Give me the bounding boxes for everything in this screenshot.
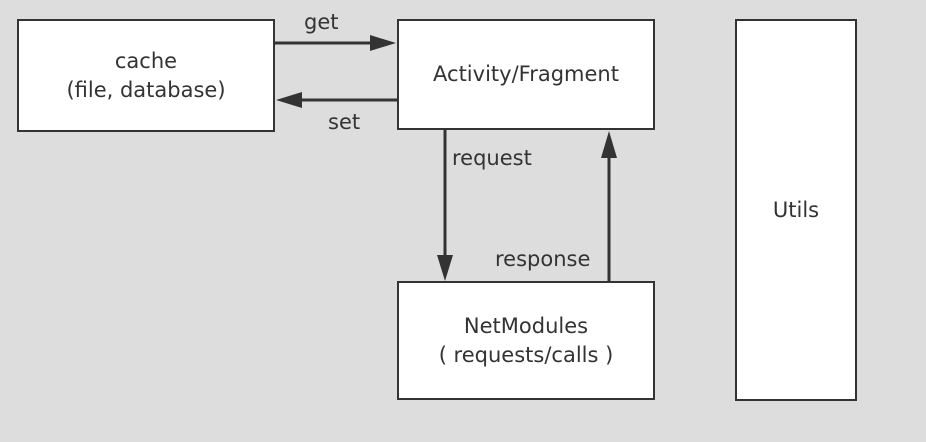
set-arrow xyxy=(276,92,397,108)
activity-fragment-label: Activity/Fragment xyxy=(433,62,619,86)
netmodules-node: NetModules ( requests/calls ) xyxy=(397,281,655,400)
request-label: request xyxy=(452,146,532,170)
cache-title: cache xyxy=(114,48,178,73)
set-label: set xyxy=(328,110,361,134)
cache-subtitle: (file, database) xyxy=(66,77,226,102)
response-label: response xyxy=(495,247,591,271)
cache-node: cache (file, database) xyxy=(17,19,275,132)
utils-node: Utils xyxy=(735,19,857,401)
get-arrow xyxy=(275,35,396,51)
netmodules-title: NetModules xyxy=(463,313,589,338)
get-label: get xyxy=(304,10,339,34)
utils-label: Utils xyxy=(772,197,820,222)
request-arrow xyxy=(437,130,453,281)
response-arrow xyxy=(601,131,617,281)
activity-fragment-node: Activity/Fragment xyxy=(397,19,655,130)
netmodules-subtitle: ( requests/calls ) xyxy=(438,342,614,367)
